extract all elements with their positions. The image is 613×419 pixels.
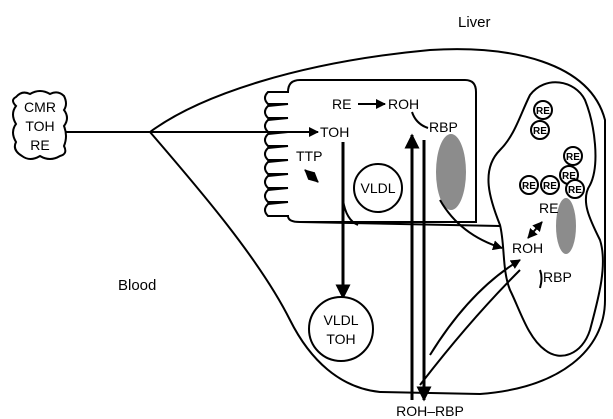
svg-text:RE: RE bbox=[566, 152, 580, 163]
svg-text:RE: RE bbox=[568, 185, 582, 196]
arrow-re-roh-right bbox=[528, 222, 542, 238]
label-toh-left: TOH bbox=[25, 118, 54, 134]
label-liver: Liver bbox=[458, 14, 491, 31]
svg-text:RE: RE bbox=[533, 126, 547, 137]
label-toh-blood: TOH bbox=[326, 331, 355, 347]
label-toh-mid: TOH bbox=[320, 124, 349, 140]
label-blood: Blood bbox=[118, 277, 156, 294]
label-ttp: TTP bbox=[296, 148, 322, 164]
arrow-ttp-toh bbox=[305, 170, 318, 182]
label-rbp-top: RBP bbox=[429, 119, 458, 135]
label-re-right: RE bbox=[539, 200, 558, 216]
svg-text:RE: RE bbox=[522, 181, 536, 192]
label-vldl-blood: VLDL bbox=[323, 312, 358, 328]
svg-text:RE: RE bbox=[543, 181, 557, 192]
svg-text:RE: RE bbox=[536, 106, 550, 117]
stellate-nucleus bbox=[556, 198, 576, 254]
label-vldl-inner: VLDL bbox=[360, 180, 395, 196]
label-roh-right: ROH bbox=[512, 240, 543, 256]
hepatocyte-nucleus bbox=[436, 134, 466, 210]
curve-roh-out-2 bbox=[420, 270, 520, 385]
label-re-left: RE bbox=[30, 137, 49, 153]
label-cmr: CMR bbox=[24, 99, 56, 115]
re-droplets: RE RE RE RE RE RE RE bbox=[520, 101, 584, 198]
svg-text:RE: RE bbox=[562, 171, 576, 182]
label-roh-rbp-bottom: ROH–RBP bbox=[396, 403, 464, 419]
label-roh-top: ROH bbox=[388, 96, 419, 112]
label-re-top: RE bbox=[332, 96, 351, 112]
line-roh-to-rbp bbox=[412, 112, 428, 128]
label-rbp-right: RBP bbox=[543, 269, 572, 285]
curve-rbp-out bbox=[540, 270, 542, 288]
vldl-toh-circle-blood bbox=[309, 297, 373, 361]
